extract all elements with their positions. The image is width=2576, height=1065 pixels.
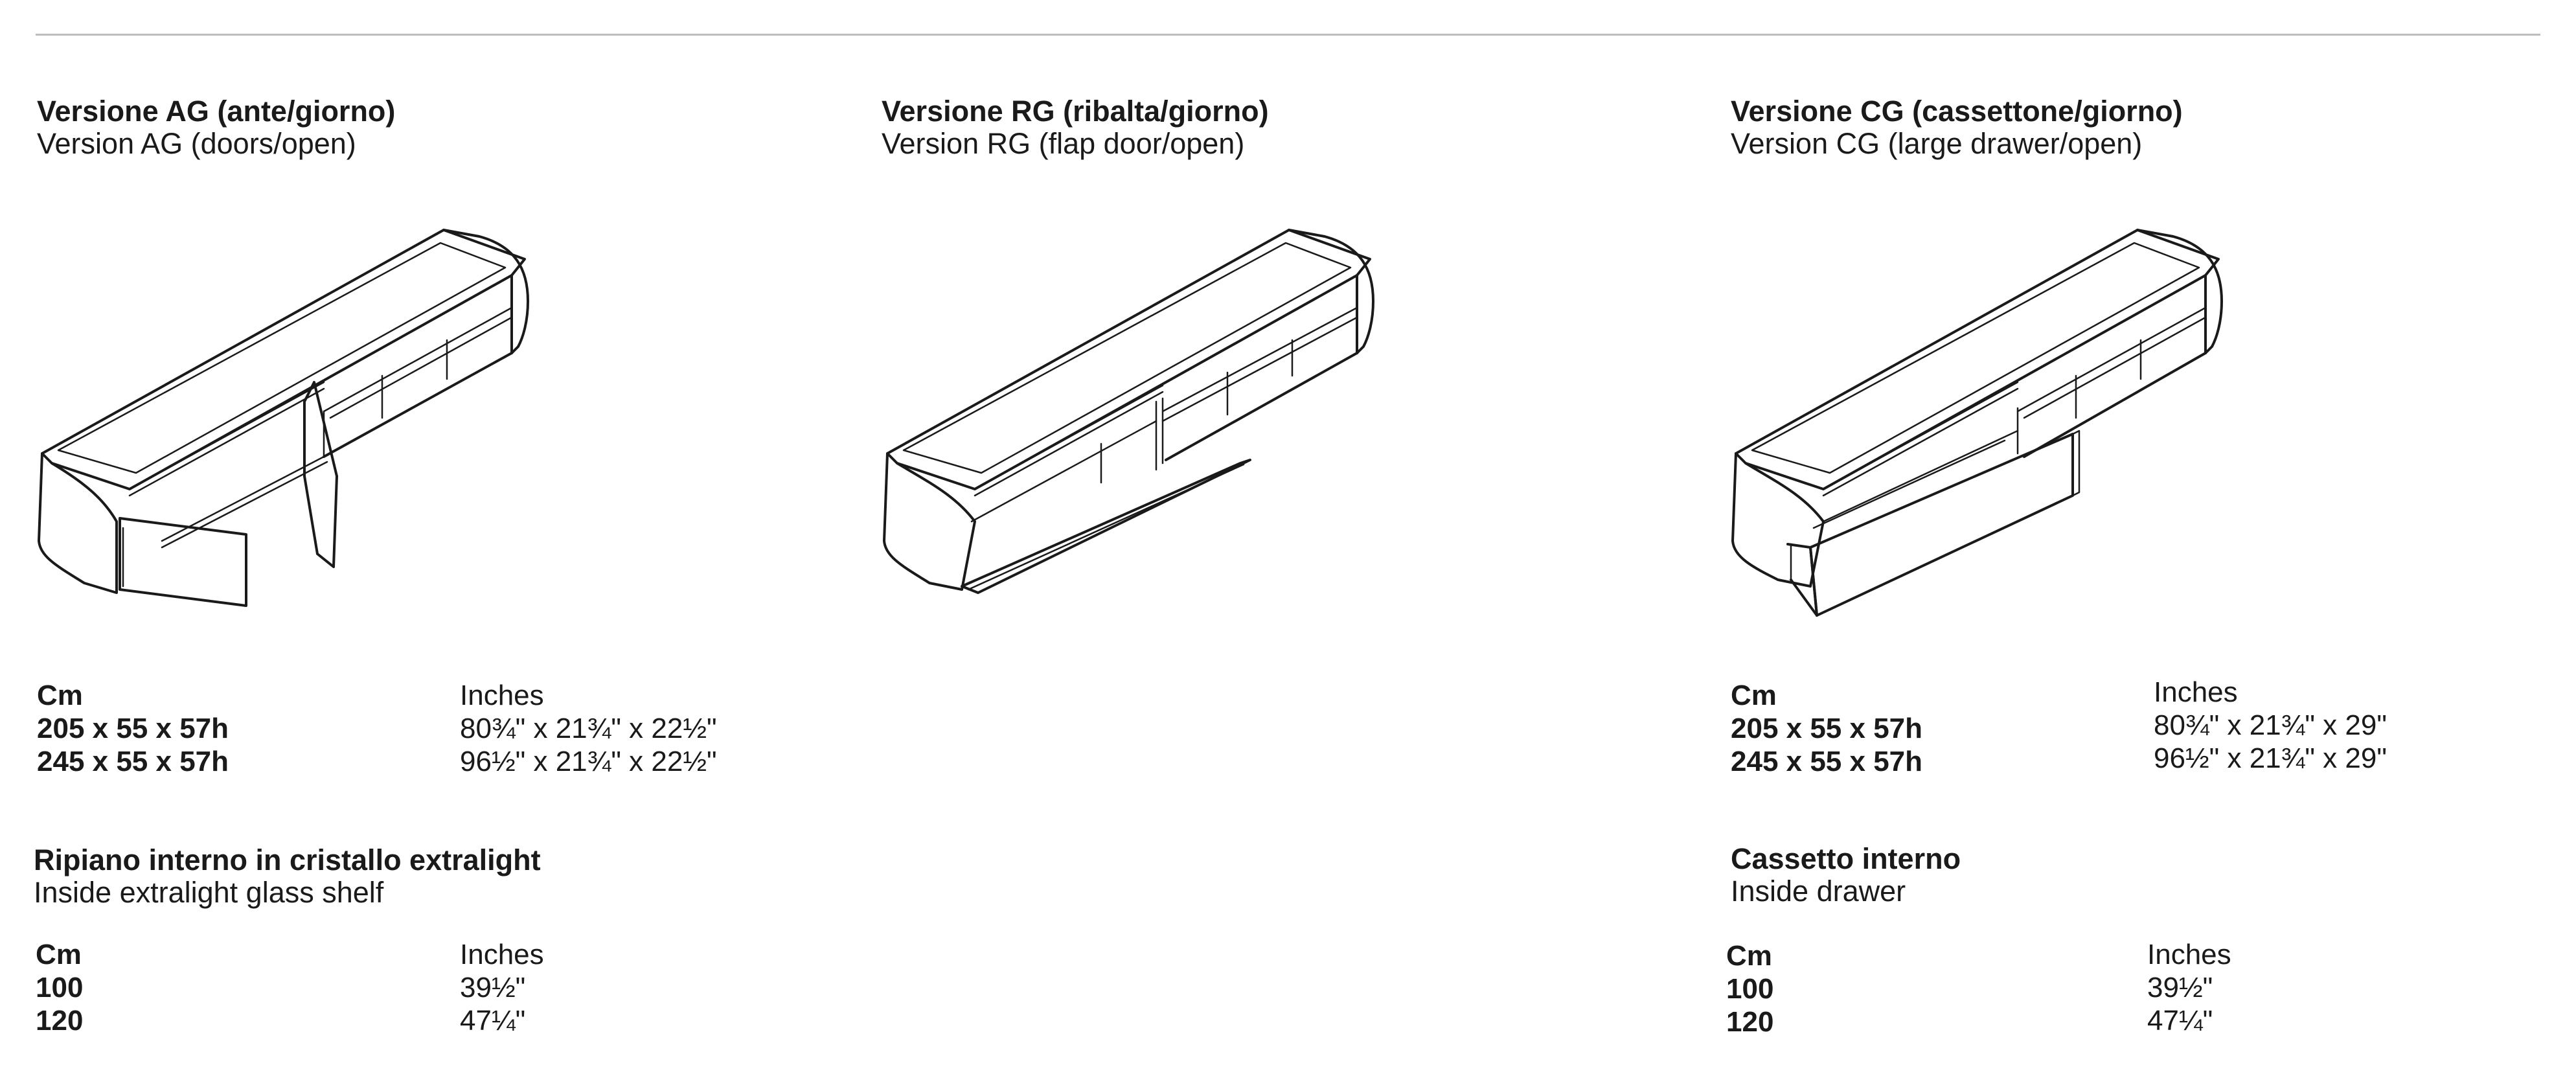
cg-cm-header: Cm [1731,680,1777,711]
inside-drawer-in-2: 47¼" [2147,1005,2213,1036]
version-ag-subtitle: Version AG (doors/open) [37,127,356,160]
glass-shelf-inches-header: Inches [460,939,544,970]
glass-shelf-title: Ripiano interno in cristallo extralight [34,843,541,876]
glass-shelf-cm-2: 120 [36,1005,84,1036]
inside-drawer-cm-header: Cm [1726,940,1772,972]
inside-drawer-inches-header: Inches [2147,939,2231,970]
version-rg-title: Versione RG (ribalta/giorno) [882,95,1269,128]
ag-dim-in-2: 96½" x 21¾" x 22½" [460,746,717,777]
sideboard-flap-door-open-icon [878,217,1396,599]
top-divider [36,34,2540,36]
inside-drawer-cm-2: 120 [1726,1006,1774,1038]
version-cg-title: Versione CG (cassettone/giorno) [1731,95,2183,128]
sideboard-large-drawer-open-icon [1726,217,2244,632]
inside-drawer-cm-1: 100 [1726,973,1774,1005]
cg-dim-cm-1: 205 x 55 x 57h [1731,713,1923,744]
inside-drawer-subtitle: Inside drawer [1731,875,1906,908]
version-ag-title: Versione AG (ante/giorno) [37,95,396,128]
ag-cm-header: Cm [37,680,83,711]
ag-dim-cm-1: 205 x 55 x 57h [37,713,229,744]
glass-shelf-cm-1: 100 [36,972,84,1003]
ag-dim-in-1: 80¾" x 21¾" x 22½" [460,713,717,744]
glass-shelf-subtitle: Inside extralight glass shelf [34,876,384,909]
version-cg-subtitle: Version CG (large drawer/open) [1731,127,2143,160]
glass-shelf-in-1: 39½" [460,972,526,1003]
inside-drawer-in-1: 39½" [2147,972,2213,1003]
version-rg-subtitle: Version RG (flap door/open) [882,127,1245,160]
glass-shelf-in-2: 47¼" [460,1005,526,1036]
cg-dim-in-1: 80¾" x 21¾" x 29" [2154,709,2387,741]
cg-inches-header: Inches [2154,676,2238,708]
ag-inches-header: Inches [460,680,544,711]
ag-dim-cm-2: 245 x 55 x 57h [37,746,229,777]
glass-shelf-cm-header: Cm [36,939,82,970]
cg-dim-in-2: 96½" x 21¾" x 29" [2154,742,2387,774]
sideboard-doors-open-icon [32,217,544,619]
cg-dim-cm-2: 245 x 55 x 57h [1731,746,1923,777]
inside-drawer-title: Cassetto interno [1731,842,1961,875]
